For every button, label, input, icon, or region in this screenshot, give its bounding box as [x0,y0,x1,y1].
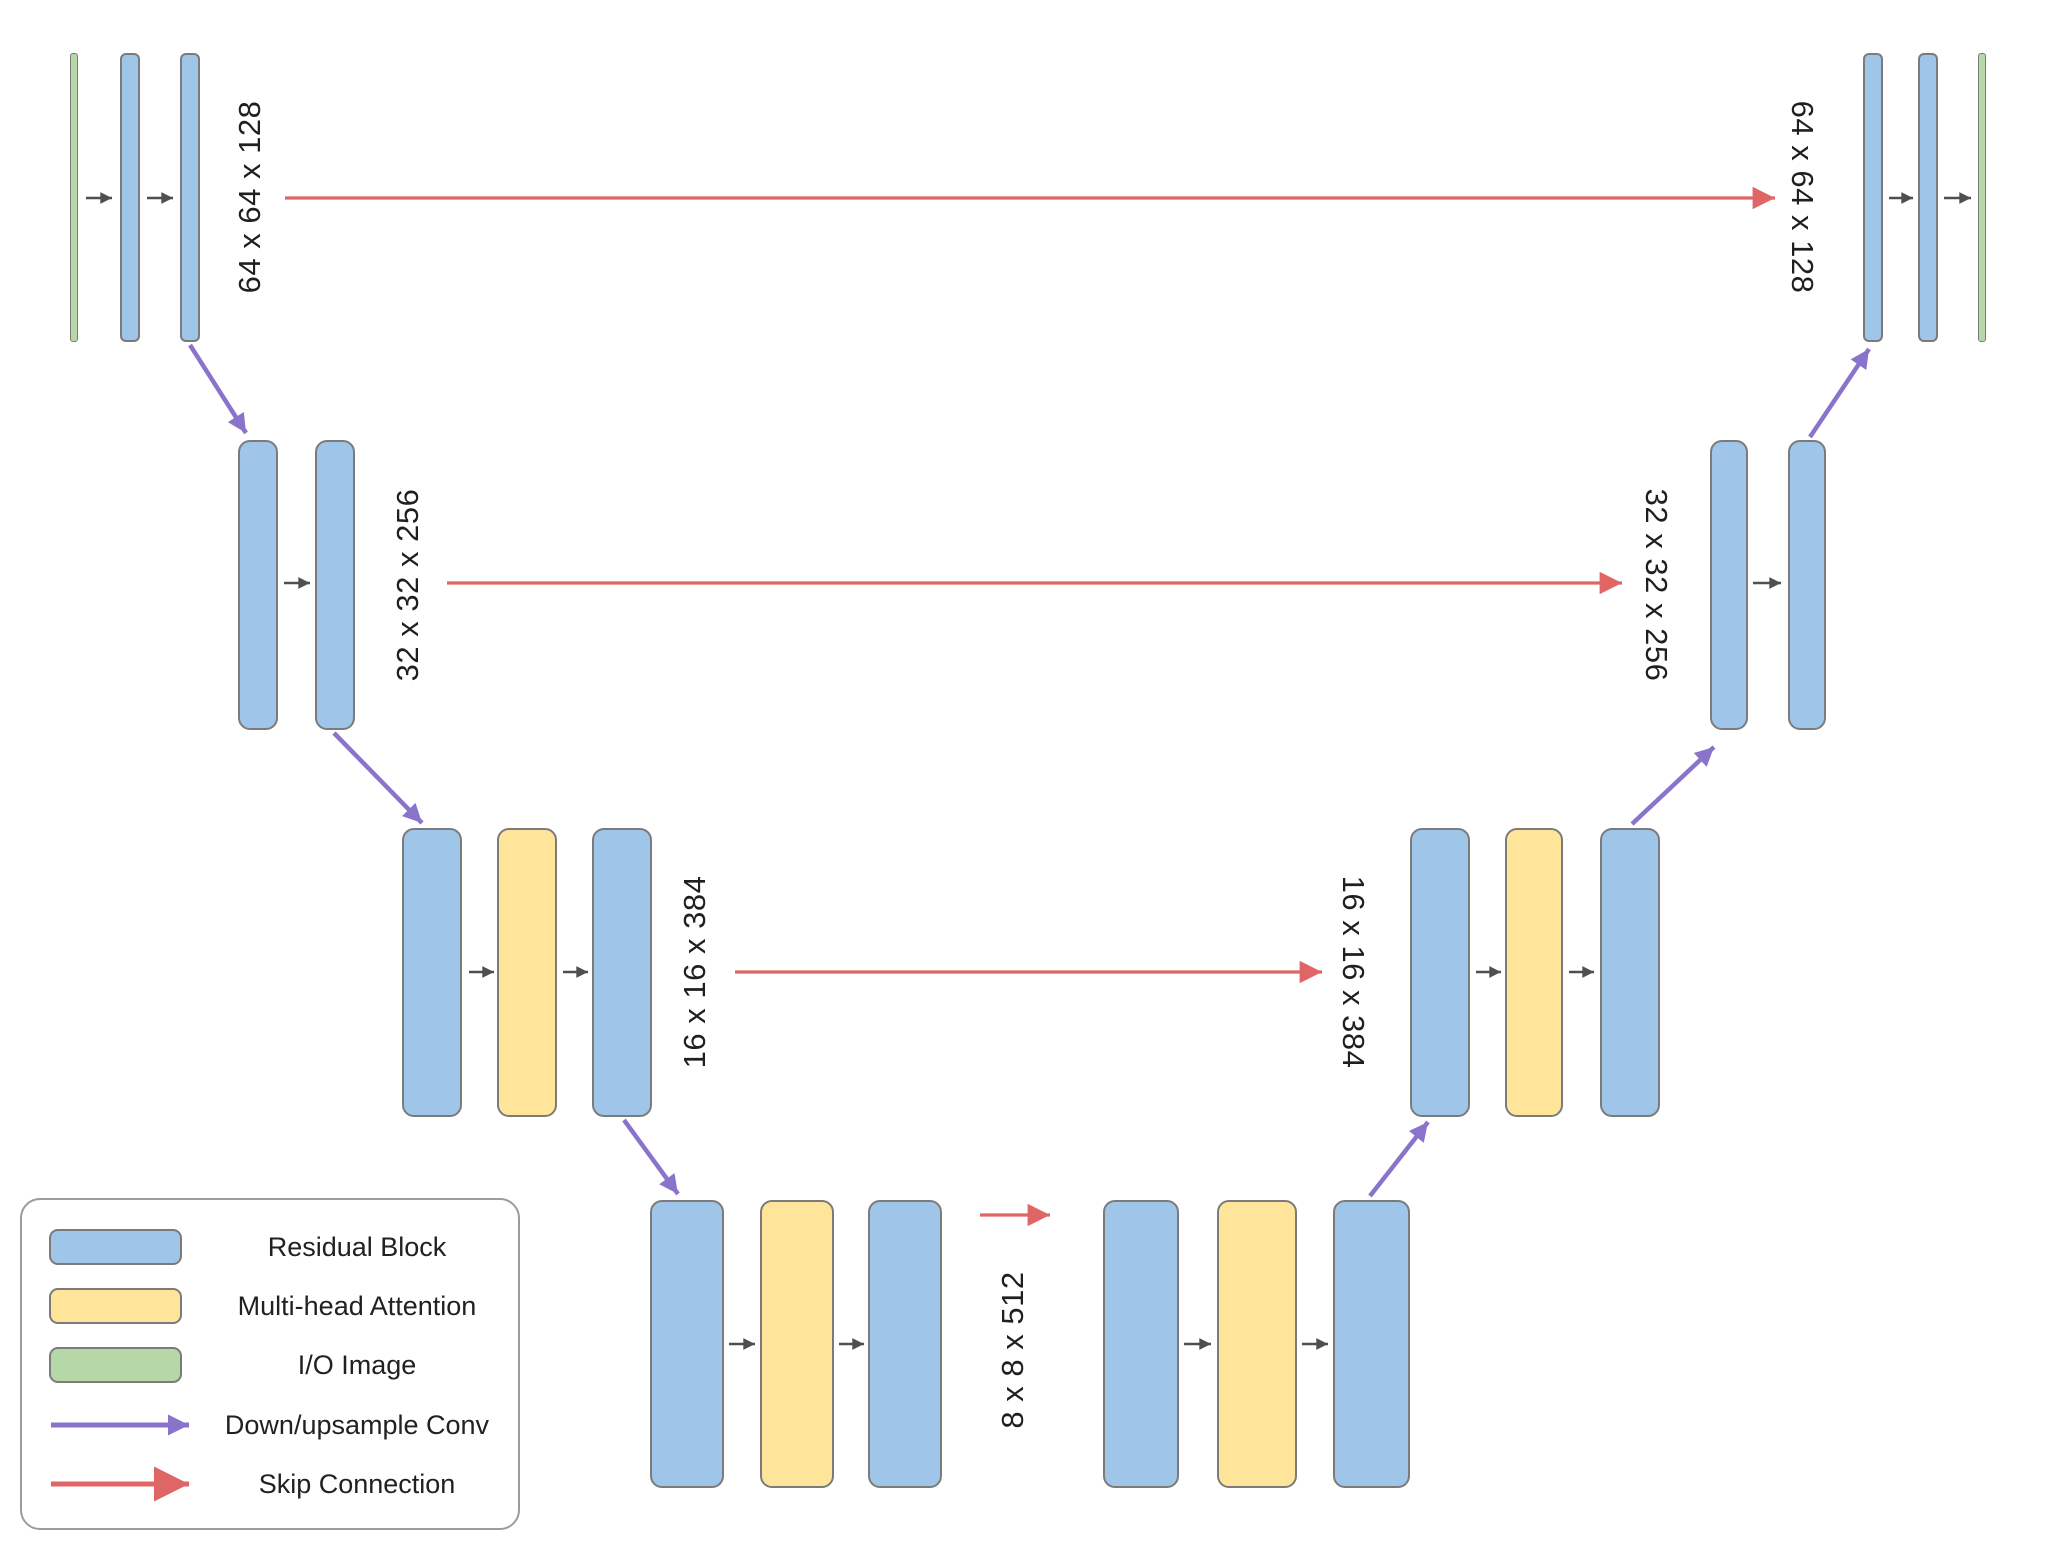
output-io-image-bar [1978,53,1986,342]
input-io-image-bar [70,53,78,342]
dec-l1-residual-block-1 [1863,53,1883,342]
dec-l2-residual-block-2 [1788,440,1826,730]
dim-label-level2-right: 32 x 32 x 256 [1639,488,1674,682]
downsample-arrow-3 [622,1118,680,1196]
io-image-swatch [49,1347,182,1383]
enc-l3-residual-block-1 [402,828,462,1117]
enc-l3-residual-block-2 [592,828,652,1117]
upsample-arrow-2 [1630,745,1716,826]
dec-l1-residual-block-2 [1918,53,1938,342]
enc-l2-residual-block-2 [315,440,355,730]
legend-row-attention: Multi-head Attention [22,1286,518,1326]
dim-label-level2-left: 32 x 32 x 256 [390,488,425,682]
dim-label-level4: 8 x 8 x 512 [995,1271,1030,1429]
legend-row-io-image: I/O Image [22,1345,518,1385]
skip-connection-arrow-icon [51,1466,189,1502]
multi-head-attention-swatch [49,1288,182,1324]
bottleneck-left-residual-block-1 [650,1200,724,1488]
down-upsample-arrow-icon [51,1414,189,1436]
upsample-arrow-1 [1368,1120,1430,1198]
bottleneck-right-attention-block [1217,1200,1297,1488]
legend-label-downupsample: Down/upsample Conv [224,1410,490,1440]
dim-label-level3-right: 16 x 16 x 384 [1336,875,1371,1069]
legend-label-skip: Skip Connection [258,1469,456,1499]
dim-label-level3-left: 16 x 16 x 384 [677,875,712,1069]
dim-label-level1-right: 64 x 64 x 128 [1785,100,1820,294]
residual-block-swatch [49,1229,182,1265]
enc-l1-residual-block-2 [180,53,200,342]
upsample-arrow-3 [1808,347,1871,439]
legend-label-attention: Multi-head Attention [237,1291,477,1321]
dec-l3-residual-block-2 [1600,828,1660,1117]
legend-row-skip: Skip Connection [22,1464,518,1504]
dim-label-level1-left: 64 x 64 x 128 [232,100,267,294]
bottleneck-left-residual-block-2 [868,1200,942,1488]
legend-label-residual-block: Residual Block [267,1232,447,1262]
downsample-arrow-1 [188,343,248,435]
enc-l3-attention-block [497,828,557,1117]
enc-l1-residual-block-1 [120,53,140,342]
legend-row-residual-block: Residual Block [22,1227,518,1267]
bottleneck-right-residual-block-1 [1103,1200,1179,1488]
dec-l3-attention-block [1505,828,1563,1117]
bottleneck-right-residual-block-2 [1333,1200,1410,1488]
bottleneck-left-attention-block [760,1200,834,1488]
downsample-arrow-2 [332,731,424,825]
legend-box: Residual Block Multi-head Attention I/O … [20,1198,520,1530]
enc-l2-residual-block-1 [238,440,278,730]
dec-l2-residual-block-1 [1710,440,1748,730]
legend-label-io-image: I/O Image [297,1350,417,1380]
dec-l3-residual-block-1 [1410,828,1470,1117]
legend-row-downupsample: Down/upsample Conv [22,1405,518,1445]
